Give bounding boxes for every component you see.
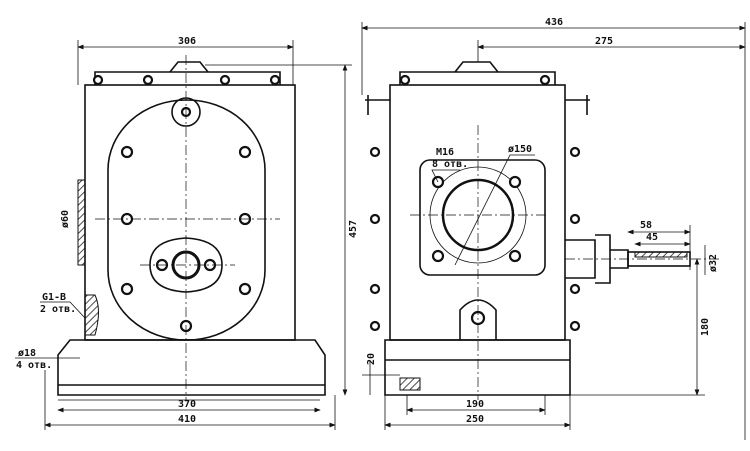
front-port-section (77, 179, 86, 266)
dim-436: 436 (545, 17, 563, 28)
label-flange-diameter: ø150 (508, 144, 532, 155)
side-flange-bolts (431, 175, 522, 263)
front-cover-bolts (120, 145, 252, 333)
dim-457: 457 (348, 220, 359, 238)
side-body (389, 84, 566, 341)
dim-58: 58 (640, 220, 652, 231)
label-mount-count: 4 отв. (16, 360, 52, 371)
side-flange (419, 159, 546, 276)
dim-45: 45 (646, 232, 658, 243)
dim-shaft-diameter: ø32 (708, 254, 719, 272)
side-lugs (365, 95, 590, 115)
label-flange-bolt-count: 8 отв. (432, 159, 468, 170)
dim-410: 410 (178, 414, 196, 425)
side-flange-bolts-edge (369, 146, 581, 332)
dim-190: 190 (466, 399, 484, 410)
side-top-cover (399, 61, 556, 85)
front-drain-port (84, 294, 99, 336)
dim-370: 370 (178, 399, 196, 410)
front-view: 306 457 ø60 G1-B 2 отв. ø18 4 отв. 370 4… (15, 36, 359, 430)
label-port-count: 2 отв. (40, 304, 76, 315)
side-view: 436 275 M16 8 отв. ø150 58 45 ø32 180 20… (361, 17, 746, 440)
dim-180: 180 (700, 318, 711, 336)
dim-20: 20 (366, 353, 377, 365)
front-top-flange (94, 71, 281, 85)
label-mount-hole: ø18 (18, 348, 36, 359)
dim-306: 306 (178, 36, 196, 47)
front-top-cover (169, 61, 209, 73)
front-top-bolts (92, 74, 281, 86)
dim-275: 275 (595, 36, 613, 47)
front-base (57, 339, 326, 396)
label-flange-bolt: M16 (436, 147, 454, 158)
dim-250: 250 (466, 414, 484, 425)
label-port-thread: G1-B (42, 292, 66, 303)
dim-port-diameter: ø60 (60, 210, 71, 228)
shaft-key (634, 251, 688, 258)
